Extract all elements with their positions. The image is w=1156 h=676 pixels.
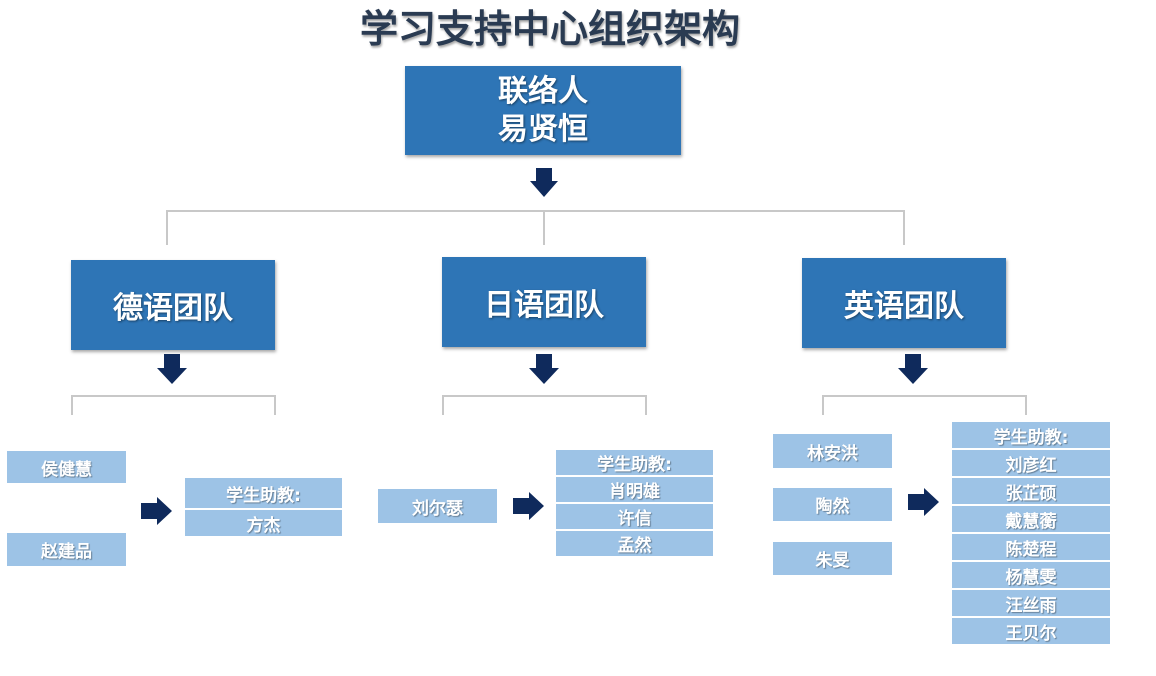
team-box-english: 英语团队 xyxy=(802,258,1006,348)
english-bracket xyxy=(822,395,1027,415)
assistant-item: 方杰 xyxy=(185,510,342,536)
german-assistants: 学生助教: 方杰 xyxy=(185,478,342,536)
assistant-item: 肖明雄 xyxy=(556,477,713,502)
english-member: 陶然 xyxy=(773,488,892,521)
english-member: 林安洪 xyxy=(773,434,892,468)
german-down-arrow xyxy=(157,354,187,384)
japanese-down-arrow xyxy=(529,354,559,384)
top-branch-connector xyxy=(166,210,905,245)
assistant-item: 许信 xyxy=(556,504,713,529)
team-box-japanese: 日语团队 xyxy=(442,257,646,347)
team-box-german: 德语团队 xyxy=(71,260,275,350)
assistants-label: 学生助教: xyxy=(556,450,713,475)
english-member: 朱旻 xyxy=(773,542,892,575)
assistants-label: 学生助教: xyxy=(952,422,1110,448)
english-down-arrow xyxy=(898,354,928,384)
assistants-label: 学生助教: xyxy=(185,478,342,508)
english-assistants: 学生助教: 刘彦红 张芷硕 戴慧蘅 陈楚程 杨慧雯 汪丝雨 王贝尔 xyxy=(952,422,1110,644)
assistant-item: 刘彦红 xyxy=(952,450,1110,476)
contact-name: 易贤恒 xyxy=(498,111,588,147)
contact-box: 联络人 易贤恒 xyxy=(405,66,681,155)
german-member: 赵建品 xyxy=(7,533,126,566)
assistant-item: 戴慧蘅 xyxy=(952,506,1110,532)
english-right-arrow xyxy=(908,488,939,516)
assistant-item: 陈楚程 xyxy=(952,534,1110,560)
assistant-item: 王贝尔 xyxy=(952,618,1110,644)
japanese-assistants: 学生助教: 肖明雄 许信 孟然 xyxy=(556,450,713,556)
assistant-item: 杨慧雯 xyxy=(952,562,1110,588)
assistant-item: 汪丝雨 xyxy=(952,590,1110,616)
assistant-item: 孟然 xyxy=(556,531,713,556)
contact-role: 联络人 xyxy=(498,73,588,109)
german-right-arrow xyxy=(141,497,172,525)
assistant-item: 张芷硕 xyxy=(952,478,1110,504)
german-member: 侯健慧 xyxy=(7,451,126,483)
japanese-bracket xyxy=(442,395,647,415)
contact-down-arrow xyxy=(530,168,558,197)
japanese-right-arrow xyxy=(513,492,544,520)
japanese-member: 刘尔瑟 xyxy=(378,489,497,523)
german-bracket xyxy=(71,395,276,415)
chart-title: 学习支持中心组织架构 xyxy=(359,7,740,51)
